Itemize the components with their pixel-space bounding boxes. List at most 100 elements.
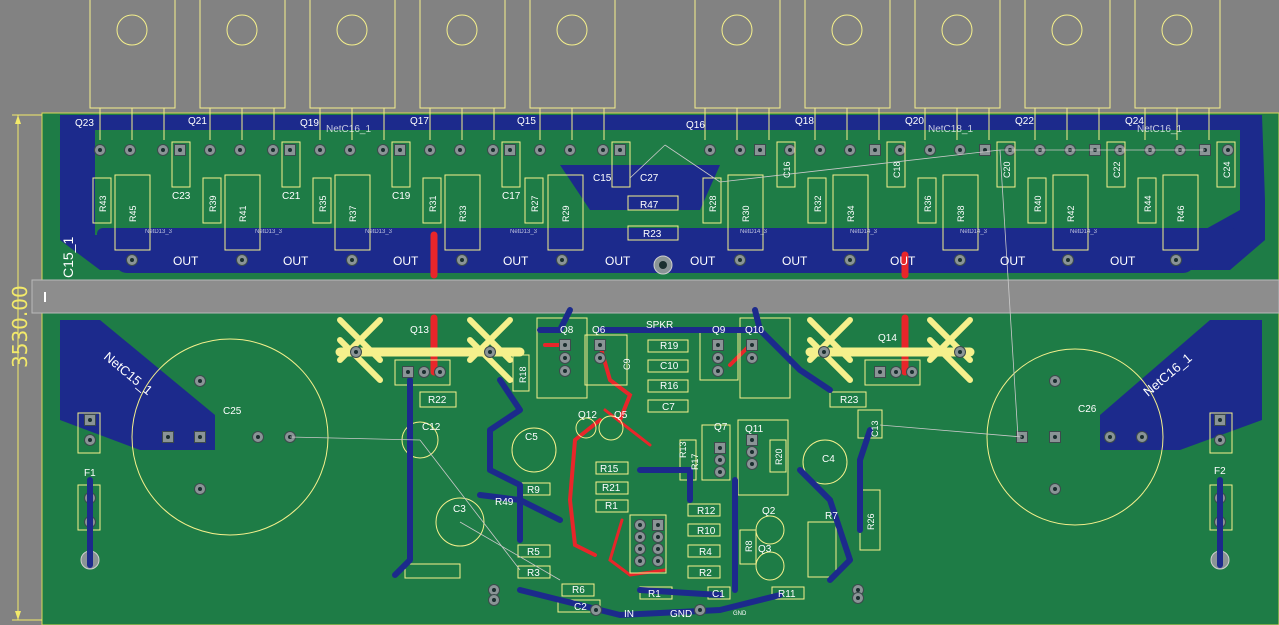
label-q21: Q21 [188,116,207,127]
label-q23: Q23 [75,118,94,129]
label-r3: R3 [527,568,540,579]
label-q13: Q13 [410,325,429,336]
left-supply-pour [60,320,215,450]
label-r19: R19 [660,341,679,352]
label-r23: R23 [840,395,859,406]
label-q11: Q11 [745,424,764,435]
label-netc16-1-right: NetC16_1 [1137,124,1182,135]
label-r9: R9 [527,485,540,496]
label-r21: R21 [602,483,621,494]
label-c13: C13 [870,420,880,437]
label-r44: R44 [1143,195,1153,212]
net-label-d13-d: NetD13_3 [510,229,538,235]
label-c15-1: C15_1 [60,237,76,278]
label-q7: Q7 [714,422,728,433]
label-q9: Q9 [712,325,726,336]
heatsink-cursor [44,292,46,302]
label-gnd-small: GND [733,611,747,617]
out-label-10: OUT [1110,254,1136,268]
label-r13: R13 [678,441,688,458]
dimension-label: 3530.00 [8,285,32,368]
net-label-d13-b: NetD13_3 [255,229,283,235]
net-label-d13-c: NetD13_3 [365,229,393,235]
label-r1: R1 [605,501,618,512]
lower-components [77,317,1233,613]
top-layer-traces [430,231,909,577]
label-c9: C9 [622,358,632,370]
out-label-4: OUT [503,254,529,268]
heatsink-fins [335,317,975,383]
label-r41: R41 [238,205,248,222]
net-label-d14-c: NetD14_3 [960,229,988,235]
label-q8: Q8 [560,325,574,336]
bottom-layer-traces [87,307,1223,618]
label-q5: Q5 [614,410,628,421]
label-q22: Q22 [1015,116,1034,127]
label-q17: Q17 [410,116,429,127]
label-c3: C3 [453,504,466,515]
label-r17: R17 [690,453,700,470]
label-c26: C26 [1078,404,1097,415]
out-label-6: OUT [690,254,716,268]
label-q6: Q6 [592,325,606,336]
label-c10: C10 [660,361,679,372]
label-r1-bottom: R1 [648,589,661,600]
label-r18: R18 [518,366,528,383]
label-r38: R38 [956,205,966,222]
label-c15: C15 [593,173,612,184]
label-q20: Q20 [905,116,924,127]
label-r6: R6 [572,585,585,596]
label-c17: C17 [502,191,521,202]
label-r12: R12 [697,506,716,517]
label-r29: R29 [561,205,571,222]
label-q19: Q19 [300,118,319,129]
label-r31: R31 [428,195,438,212]
label-r46: R46 [1176,205,1186,222]
out-label-2: OUT [283,254,309,268]
label-q3: Q3 [758,544,772,555]
net-label-d14-a: NetD14_3 [740,229,768,235]
filter-capacitors [131,338,1164,536]
label-c2: C2 [574,602,587,613]
label-r11: R11 [778,589,796,600]
net-label-d13-a: NetD13_3 [145,229,173,235]
label-gnd: GND [670,609,692,620]
label-q14: Q14 [878,333,897,344]
label-spkr: SPKR [646,320,673,331]
label-r30: R30 [741,205,751,222]
label-r22: R22 [428,395,447,406]
label-r42: R42 [1066,205,1076,222]
label-r26: R26 [866,513,876,530]
label-r36: R36 [923,195,933,212]
heatsink-bar [31,279,1279,314]
label-netc18-1-top: NetC18_1 [928,124,973,135]
label-r27: R27 [530,195,540,212]
label-r4: R4 [699,547,712,558]
out-label-3: OUT [393,254,419,268]
label-c7: C7 [662,402,675,413]
label-q18: Q18 [795,116,814,127]
label-r8: R8 [744,540,754,552]
label-r2: R2 [699,568,712,579]
label-c1: C1 [712,589,725,600]
label-c5: C5 [525,432,538,443]
label-r34: R34 [846,205,856,222]
label-c25: C25 [223,406,242,417]
label-r16: R16 [660,381,679,392]
out-label-1: OUT [173,254,199,268]
ratsnest-lines [289,144,1205,581]
net-label-d14-b: NetD14_3 [850,229,878,235]
label-r39: R39 [208,195,218,212]
label-q15: Q15 [517,116,536,127]
label-c18: C18 [892,161,902,178]
label-r5: R5 [527,547,540,558]
label-r15: R15 [600,464,619,475]
emitter-resistors [92,141,1236,251]
label-c19: C19 [392,191,411,202]
label-r43: R43 [98,195,108,212]
label-r10: R10 [697,526,716,537]
label-r23-top: R23 [643,229,662,240]
label-r32: R32 [813,195,823,212]
label-c21: C21 [282,191,301,202]
